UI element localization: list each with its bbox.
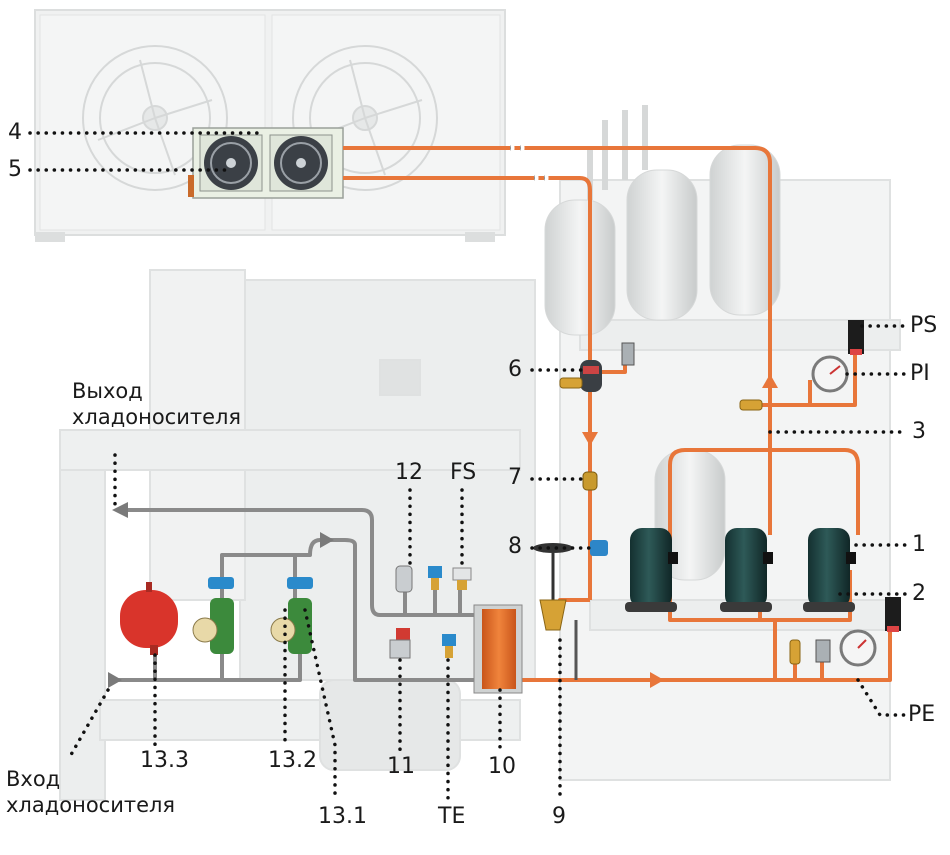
receiver-tanks bbox=[544, 105, 781, 581]
label-9: 9 bbox=[552, 804, 566, 829]
coolant-outlet-line1: Выход bbox=[72, 379, 143, 403]
solenoid-valve bbox=[590, 540, 608, 556]
label-5: 5 bbox=[8, 157, 22, 182]
pipe-break-marks bbox=[508, 138, 549, 188]
flow-switch bbox=[452, 567, 472, 590]
background-fan-icon bbox=[292, 45, 438, 191]
compressor bbox=[720, 528, 773, 612]
circulation-pump bbox=[192, 577, 234, 654]
compressor bbox=[625, 528, 678, 612]
coolant-inlet-line2: хладоносителя bbox=[6, 793, 176, 817]
pressure-transducer bbox=[621, 342, 831, 663]
label-8: 8 bbox=[508, 534, 522, 559]
label-4: 4 bbox=[8, 120, 22, 145]
condenser-fan-icon bbox=[269, 134, 333, 192]
label-13-1: 13.1 bbox=[318, 804, 367, 829]
label-pe: PE bbox=[908, 702, 936, 727]
label-6: 6 bbox=[508, 357, 522, 382]
label-12: 12 bbox=[395, 460, 423, 485]
condenser-unit bbox=[188, 127, 344, 199]
label-11: 11 bbox=[387, 754, 415, 779]
background-fan-icon bbox=[82, 45, 228, 191]
coolant-inlet-line1: Вход bbox=[6, 767, 61, 791]
label-13-3: 13.3 bbox=[140, 748, 189, 773]
coolant-inlet-label: Вход хладоносителя bbox=[6, 766, 175, 818]
label-13-2: 13.2 bbox=[268, 748, 317, 773]
pressure-gauge-pe-icon bbox=[839, 629, 877, 667]
coolant-flow-arrows bbox=[108, 502, 334, 688]
leader-lines bbox=[28, 131, 907, 802]
label-3: 3 bbox=[912, 419, 926, 444]
sight-glass bbox=[582, 471, 598, 491]
plate-heat-exchanger bbox=[473, 604, 523, 694]
label-10: 10 bbox=[488, 754, 516, 779]
circulation-pump bbox=[270, 577, 313, 654]
expansion-valve bbox=[533, 543, 578, 680]
label-te: TE bbox=[438, 804, 466, 829]
pressure-gauge-pi-icon bbox=[811, 355, 849, 393]
pressure-switch-ps bbox=[848, 320, 864, 355]
temperature-sensor-te bbox=[442, 634, 456, 658]
air-vent-valve bbox=[395, 565, 413, 593]
label-ps: PS bbox=[910, 313, 938, 338]
service-valves bbox=[559, 377, 801, 665]
compressor bbox=[803, 528, 856, 612]
temperature-sensor bbox=[428, 566, 442, 590]
expansion-tank bbox=[120, 582, 178, 655]
filter-drier bbox=[580, 360, 602, 392]
remote-condenser-background bbox=[34, 9, 506, 242]
label-1: 1 bbox=[912, 532, 926, 557]
condenser-fan-icon bbox=[199, 134, 263, 192]
pressure-switch-low bbox=[885, 597, 901, 632]
label-fs: FS bbox=[450, 460, 477, 485]
refrigerant-flow-arrows bbox=[582, 374, 778, 688]
coolant-outlet-line2: хладоносителя bbox=[72, 405, 242, 429]
label-pi: PI bbox=[910, 361, 930, 386]
safety-valve bbox=[389, 628, 411, 659]
label-2: 2 bbox=[912, 581, 926, 606]
coolant-outlet-label: Выход хладоносителя bbox=[72, 378, 241, 430]
label-7: 7 bbox=[508, 465, 522, 490]
